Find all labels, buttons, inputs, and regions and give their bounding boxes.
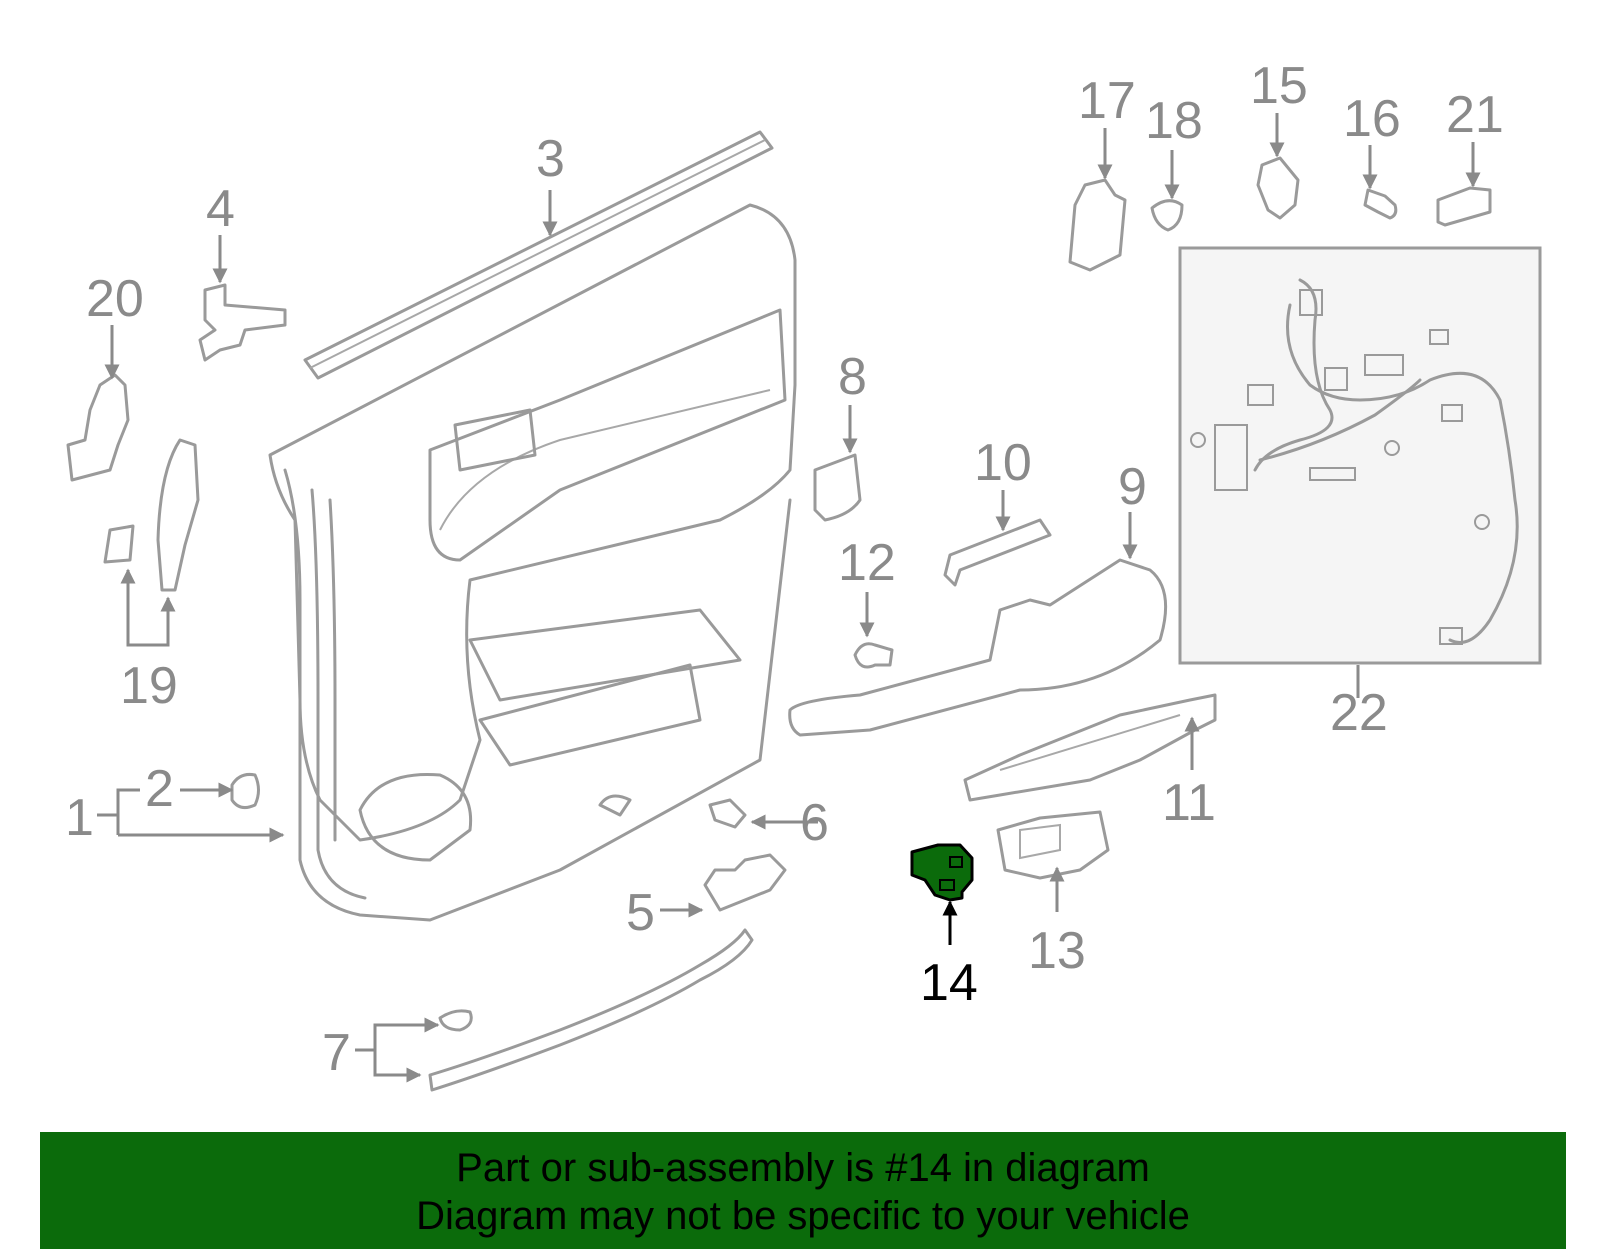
parts-diagram: 1 2 3 4 5 6 7 8 9 10 11 12 13 14 15 16 1… bbox=[65, 57, 1542, 1092]
part-8-cap bbox=[813, 453, 862, 522]
part-6-clip bbox=[708, 798, 747, 829]
callout-4: 4 bbox=[206, 180, 235, 238]
callout-1: 1 bbox=[65, 789, 94, 847]
part-16-bolt bbox=[1363, 188, 1398, 220]
callout-20: 20 bbox=[86, 270, 144, 328]
leader-lines bbox=[97, 113, 1481, 1083]
part-22-harness bbox=[1178, 246, 1542, 665]
callout-labels: 1 2 3 4 5 6 7 8 9 10 11 12 13 14 15 16 1… bbox=[65, 57, 1504, 1082]
part-18-clip bbox=[1150, 199, 1184, 232]
part-19-pads bbox=[103, 438, 200, 592]
callout-12: 12 bbox=[838, 534, 896, 592]
callout-8: 8 bbox=[838, 348, 867, 406]
part-4-bracket bbox=[198, 283, 287, 362]
callout-16: 16 bbox=[1343, 90, 1401, 148]
callout-14: 14 bbox=[920, 954, 978, 1012]
part-11-bezel bbox=[963, 693, 1217, 802]
part-12-clip bbox=[853, 642, 894, 669]
callout-17: 17 bbox=[1078, 72, 1136, 130]
callout-2: 2 bbox=[145, 760, 174, 818]
callout-15: 15 bbox=[1250, 57, 1308, 115]
part-7-weatherstrip bbox=[428, 928, 754, 1092]
callout-19: 19 bbox=[120, 657, 178, 715]
part-3-weatherstrip bbox=[303, 130, 774, 380]
part-15-connector bbox=[1256, 156, 1300, 220]
info-banner: Part or sub-assembly is #14 in diagram D… bbox=[40, 1132, 1566, 1249]
callout-18: 18 bbox=[1145, 92, 1203, 150]
part-17-bracket bbox=[1068, 178, 1127, 272]
banner-line-part: Part or sub-assembly is #14 in diagram bbox=[456, 1146, 1150, 1190]
callout-22: 22 bbox=[1330, 684, 1388, 742]
callout-6: 6 bbox=[800, 794, 829, 852]
part-14-switch-highlighted bbox=[910, 843, 974, 902]
callout-11: 11 bbox=[1162, 774, 1216, 832]
callout-9: 9 bbox=[1118, 458, 1147, 516]
part-21-connector bbox=[1436, 186, 1492, 227]
callout-10: 10 bbox=[974, 434, 1032, 492]
callout-7: 7 bbox=[322, 1024, 351, 1082]
callout-5: 5 bbox=[626, 884, 655, 942]
part-13-switch bbox=[996, 810, 1110, 880]
part-9-armrest bbox=[788, 558, 1168, 737]
callout-13: 13 bbox=[1028, 922, 1086, 980]
banner-line-disclaimer: Diagram may not be specific to your vehi… bbox=[416, 1194, 1190, 1238]
part-1-door-panel bbox=[268, 203, 797, 922]
part-20-bracket bbox=[66, 373, 130, 482]
callout-21: 21 bbox=[1446, 86, 1504, 144]
part-5-pocket bbox=[703, 853, 787, 912]
part-10-trim bbox=[943, 518, 1052, 587]
part-2-clip bbox=[230, 773, 260, 810]
callout-3: 3 bbox=[536, 130, 565, 188]
